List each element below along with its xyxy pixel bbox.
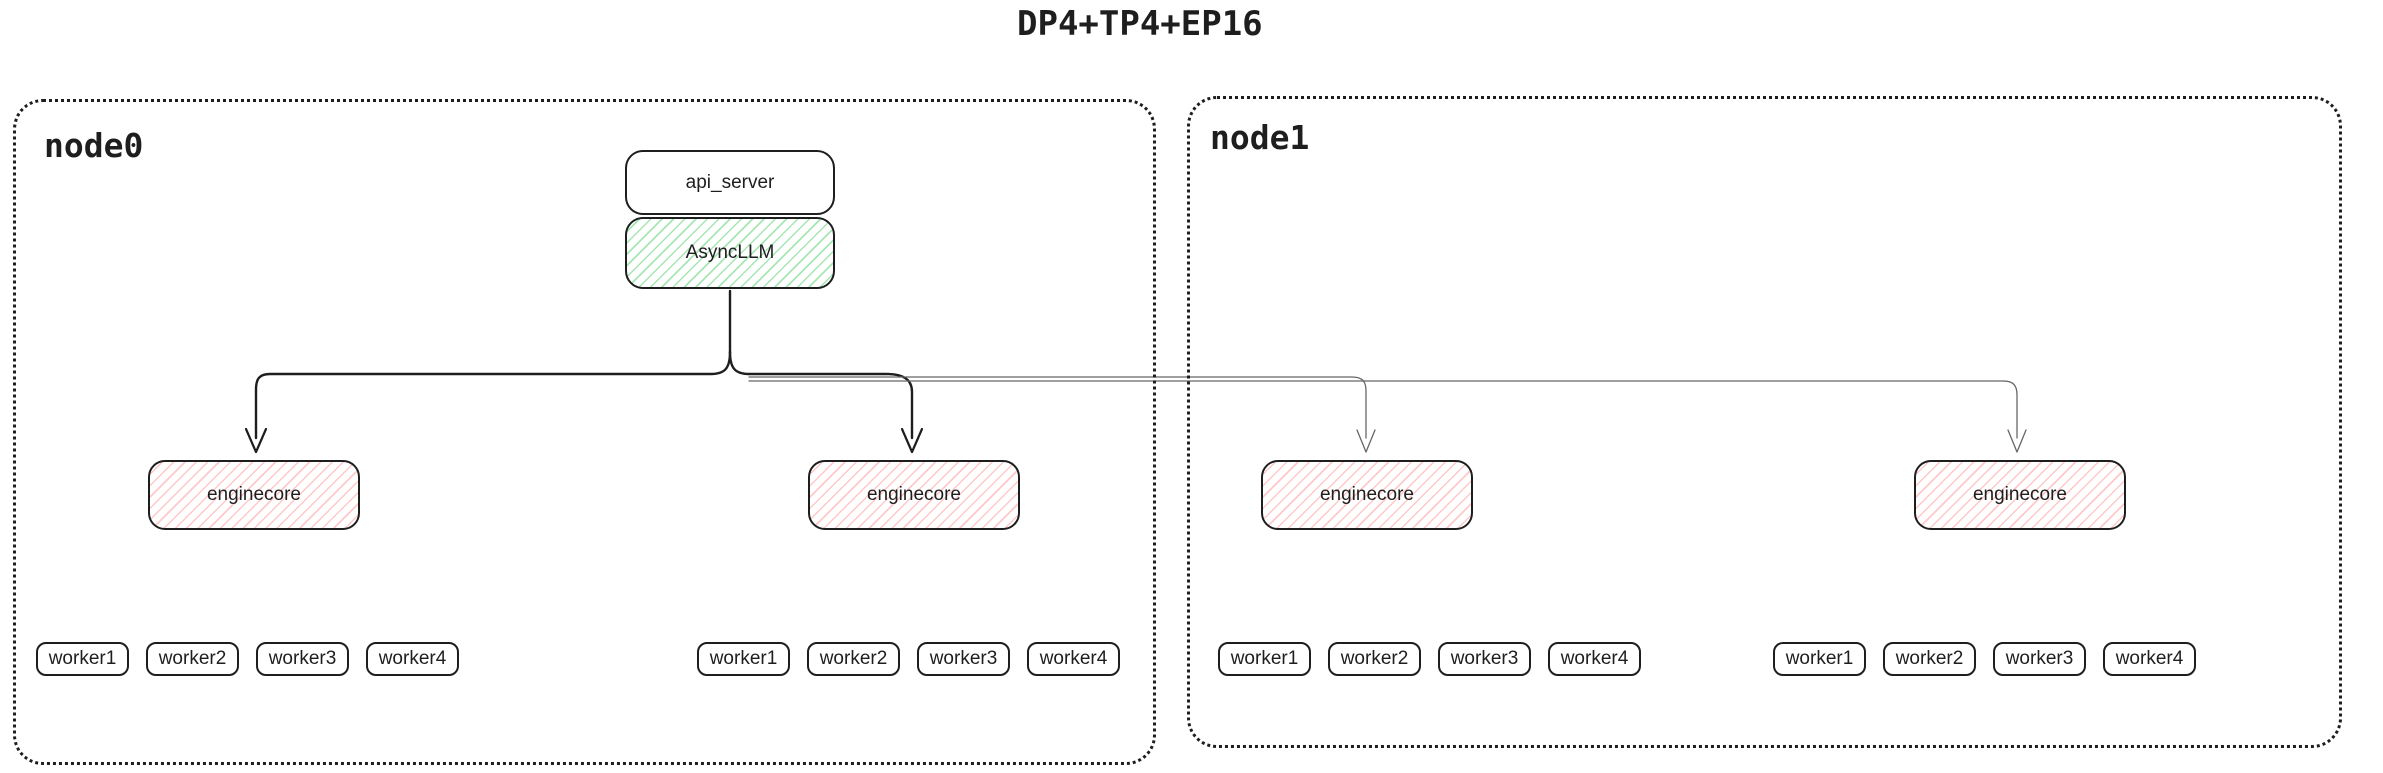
api-server-box: api_server <box>625 150 835 215</box>
worker-label: worker1 <box>1785 648 1854 669</box>
worker-box: worker2 <box>807 642 900 676</box>
worker-label: worker2 <box>158 648 227 669</box>
worker-label: worker1 <box>709 648 778 669</box>
worker-label: worker4 <box>378 648 447 669</box>
worker-box: worker3 <box>917 642 1010 676</box>
enginecore-label: enginecore <box>1319 484 1415 505</box>
worker-box: worker1 <box>697 642 790 676</box>
worker-box: worker4 <box>366 642 459 676</box>
worker-box: worker1 <box>1218 642 1311 676</box>
worker-label: worker1 <box>1230 648 1299 669</box>
node0-label: node0 <box>44 126 144 165</box>
worker-label: worker2 <box>819 648 888 669</box>
worker-label: worker4 <box>1039 648 1108 669</box>
worker-label: worker3 <box>268 648 337 669</box>
diagram-title: DP4+TP4+EP16 <box>1017 4 1263 44</box>
worker-box: worker2 <box>1328 642 1421 676</box>
worker-box: worker3 <box>1993 642 2086 676</box>
worker-label: worker4 <box>2115 648 2184 669</box>
worker-box: worker3 <box>256 642 349 676</box>
worker-label: worker3 <box>1450 648 1519 669</box>
node1-label: node1 <box>1210 118 1310 157</box>
worker-box: worker1 <box>36 642 129 676</box>
node0-worker-group2: worker1 worker2 worker3 worker4 <box>697 642 1120 676</box>
node1-enginecore1-box: enginecore <box>1261 460 1473 530</box>
worker-box: worker2 <box>146 642 239 676</box>
node1-worker-group1: worker1 worker2 worker3 worker4 <box>1218 642 1641 676</box>
asyncllm-box: AsyncLLM <box>625 217 835 289</box>
worker-label: worker3 <box>2005 648 2074 669</box>
node1-enginecore2-box: enginecore <box>1914 460 2126 530</box>
worker-label: worker2 <box>1340 648 1409 669</box>
worker-box: worker2 <box>1883 642 1976 676</box>
node0-container <box>13 99 1156 765</box>
node0-worker-group1: worker1 worker2 worker3 worker4 <box>36 642 459 676</box>
worker-label: worker4 <box>1560 648 1629 669</box>
node0-enginecore1-box: enginecore <box>148 460 360 530</box>
enginecore-label: enginecore <box>1972 484 2068 505</box>
worker-label: worker1 <box>48 648 117 669</box>
worker-label: worker3 <box>929 648 998 669</box>
node1-worker-group2: worker1 worker2 worker3 worker4 <box>1773 642 2196 676</box>
worker-box: worker1 <box>1773 642 1866 676</box>
worker-label: worker2 <box>1895 648 1964 669</box>
api-server-label: api_server <box>685 171 775 193</box>
node1-container <box>1187 96 2342 748</box>
enginecore-label: enginecore <box>866 484 962 505</box>
node0-enginecore2-box: enginecore <box>808 460 1020 530</box>
asyncllm-label: AsyncLLM <box>685 242 775 263</box>
worker-box: worker3 <box>1438 642 1531 676</box>
enginecore-label: enginecore <box>206 484 302 505</box>
worker-box: worker4 <box>1027 642 1120 676</box>
worker-box: worker4 <box>1548 642 1641 676</box>
worker-box: worker4 <box>2103 642 2196 676</box>
